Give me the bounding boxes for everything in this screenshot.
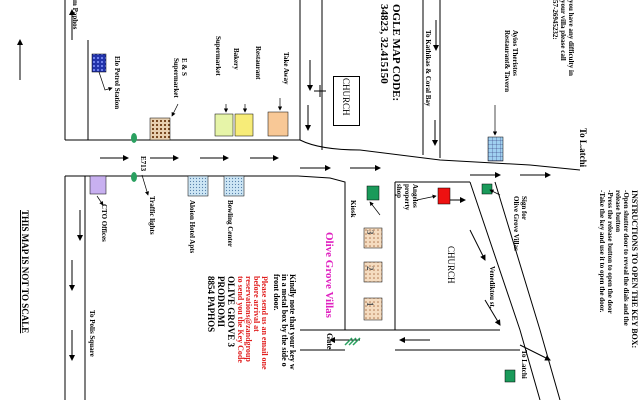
to-latchi-bottom-label: To Latchi <box>520 350 528 379</box>
aloion-block <box>187 175 209 197</box>
villa-2-block <box>363 261 383 283</box>
bowling-label: Bowling Center <box>226 200 234 247</box>
direction-arrows <box>17 9 551 361</box>
sign-line2: Olive Grove Villas <box>512 196 520 251</box>
google-code-value: 34823, 32.415150 <box>378 4 390 84</box>
red-line4: to send you the Key Code <box>236 276 245 363</box>
church-cross <box>314 85 326 97</box>
top-right-phone: 57-26945232: <box>551 0 559 40</box>
property-line2: property <box>403 184 411 211</box>
villa-2-number: 2 <box>365 266 375 271</box>
sign-for-label: Sign for Olive Grove Villas <box>512 196 528 251</box>
top-right-line1: you have any difficulty in <box>567 0 575 76</box>
restaurant-block <box>267 111 289 137</box>
property-line1: Angelos <box>411 184 419 208</box>
lower-roads <box>300 181 561 401</box>
es-supermarket-block <box>149 117 171 141</box>
villa-3-block <box>363 227 383 249</box>
supermarket-block <box>214 113 234 137</box>
key-box-instructions: INSTRUCTIONS TO OPEN THE KEY BOX: -Open … <box>598 190 639 349</box>
address-block: OLIVE GROVE 3 PRODROMI 8854 PAPHOS <box>206 276 236 347</box>
note-line1: Kindly note that your key w <box>288 274 297 370</box>
cto-block <box>89 175 107 195</box>
not-to-scale-label: THIS MAP IS NOT TO SCALE <box>20 210 30 334</box>
elo-petrol-label: Elo Petrol Station <box>113 56 121 110</box>
petrol-station-block <box>91 53 107 73</box>
ayios-line1: Ayios Theristos <box>511 30 519 76</box>
villa-3-number: 3 <box>365 230 375 235</box>
to-polis-label: To Polis Square <box>88 310 96 357</box>
sign-line1: Sign for <box>520 196 528 220</box>
google-code-title: OGLE MAP CODE: <box>390 4 402 102</box>
key-box-title: INSTRUCTIONS TO OPEN THE KEY BOX: <box>630 190 639 349</box>
es-line: E & S <box>180 58 188 76</box>
bakery-block <box>234 113 254 137</box>
church-top-label: CHURCH <box>341 78 351 116</box>
top-right-note: you have any difficulty in your villa pl… <box>551 0 575 76</box>
villa-1-block <box>363 297 383 321</box>
kiosk-block <box>366 185 380 201</box>
gate-marker <box>344 337 361 346</box>
key-box-line4: -Take the key and use it to open the doo… <box>598 190 606 313</box>
road-left-upper <box>64 0 89 400</box>
email-note-red: Please send us an email one before arriv… <box>236 276 269 370</box>
to-latchi-top-label: To L.atchi <box>578 128 588 168</box>
e713-label: E713 <box>139 156 147 172</box>
note-line3: front door. <box>272 274 281 311</box>
address-line1: OLIVE GROVE 3 <box>226 276 236 348</box>
restaurant-label: Restaurant <box>254 46 262 80</box>
top-right-line2: your villa please call <box>559 0 567 61</box>
villas-title: Olive Grove Villas <box>323 232 335 318</box>
key-box-line3: -Press the release button to open the do… <box>606 190 614 314</box>
traffic-light-2 <box>131 172 137 182</box>
google-code: OGLE MAP CODE: 34823, 32.415150 <box>378 4 402 101</box>
villa-1-number: 1 <box>365 302 375 307</box>
red-line1: Please send us an email one <box>260 276 269 370</box>
address-line2: PRODROMI <box>216 276 226 327</box>
property-shop-block <box>437 187 451 205</box>
pointer-lines <box>96 71 501 216</box>
ayios-line2: Restaurant& Tavern <box>503 30 511 93</box>
key-note-black: Kindly note that your key w in a metal b… <box>272 274 297 370</box>
to-kathikas-label: To Kathikas & Coral Bay <box>424 30 432 107</box>
supermarket-line: Supermarket <box>172 58 180 98</box>
take-away-label: Take Away <box>282 52 290 85</box>
property-line3: shop <box>395 184 403 199</box>
kiosk-label: Kiosk <box>349 200 357 218</box>
aloion-label: Aloion Hotel Apts <box>188 200 196 254</box>
church-mid-label: CHURCH <box>446 246 456 284</box>
traffic-lights-label: Traffic lights <box>148 196 156 235</box>
note-line2: in a metal box by the side o <box>280 274 289 367</box>
key-box-line2: release button <box>614 190 622 233</box>
address-line3: 8854 PAPHOS <box>206 276 216 333</box>
traffic-light-1 <box>131 133 137 143</box>
red-email[interactable]: reservations@zandgroup <box>244 276 253 362</box>
key-box-line1: -Open shutter door to reveal the dials a… <box>622 190 630 326</box>
top-left-label: m Paphos <box>71 0 79 30</box>
kathikas-road <box>299 0 441 158</box>
gate-label: Gate <box>325 333 334 350</box>
church-top-building <box>333 76 360 126</box>
ayios-theristos-label: Ayios Theristos Restaurant& Tavern <box>503 30 519 92</box>
venediktou-label: Venediktou st. <box>488 266 496 309</box>
bowling-block <box>223 175 245 197</box>
property-shop-label: Angelos property shop <box>395 184 419 210</box>
es-supermarket-label: E & S Supermarket <box>172 58 188 98</box>
latchi-sign-block <box>504 369 516 383</box>
tavern-block <box>487 136 504 162</box>
supermarket-label: Supermarket <box>214 36 222 76</box>
bakery-label: Bakery <box>232 48 240 70</box>
cto-offices-label: CTO Offices <box>100 204 108 242</box>
sign-block <box>481 183 493 195</box>
red-line2: before arrival at <box>252 276 261 332</box>
